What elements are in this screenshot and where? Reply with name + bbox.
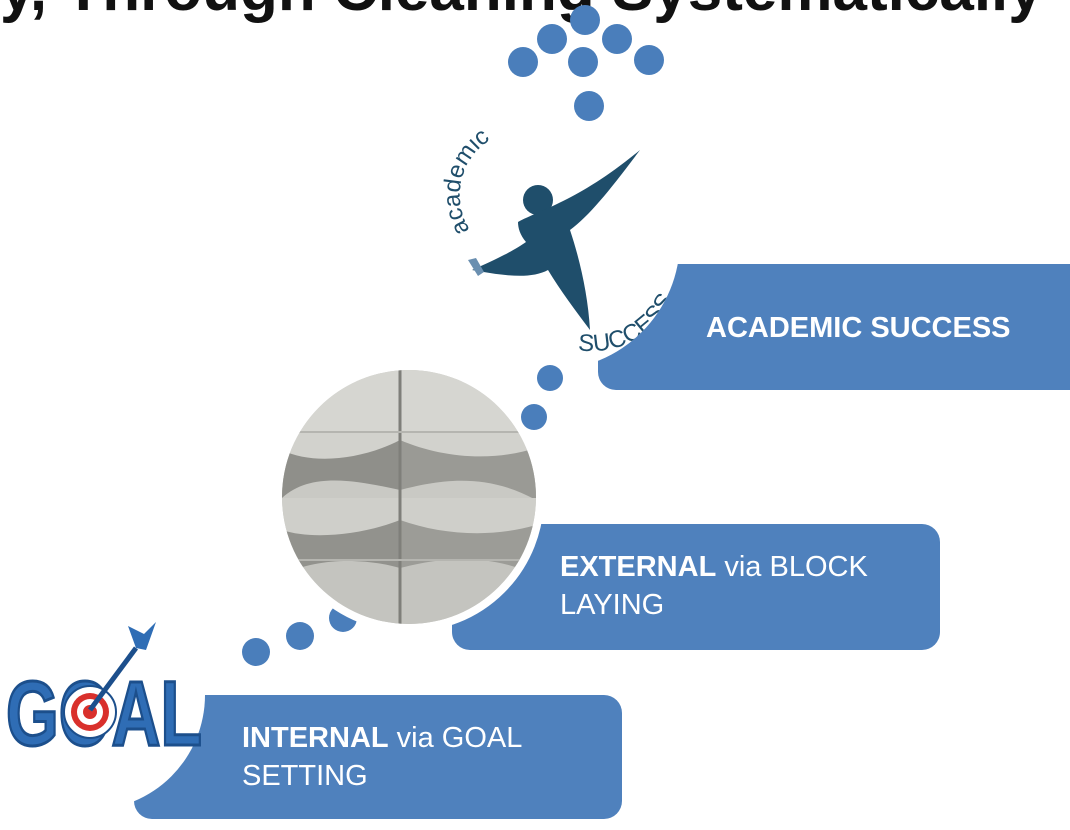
dot: [634, 45, 664, 75]
block-wall-photo: [274, 362, 544, 632]
academic-success-logo: academic SUCCESS: [420, 110, 680, 370]
step-label-bold: INTERNAL: [242, 722, 389, 754]
step-label-bold: EXTERNAL: [560, 551, 717, 583]
step-box-academic-success: ACADEMIC SUCCESS: [598, 264, 1070, 390]
success-figure-icon: [472, 150, 640, 330]
dot: [537, 24, 567, 54]
dot: [286, 622, 314, 650]
step-label-rest: via BLOCK LAYING: [560, 551, 868, 621]
dot: [521, 404, 547, 430]
dot: [574, 91, 604, 121]
step-label: EXTERNAL via BLOCK LAYING: [560, 548, 930, 624]
page-title: y, Through Cleaning Systematically: [0, 0, 1043, 24]
step-label-bold: ACADEMIC SUCCESS: [706, 312, 1011, 344]
dart-icon: [87, 622, 156, 712]
dot: [568, 47, 598, 77]
step-box-internal: INTERNAL via GOAL SETTING: [134, 695, 622, 819]
dot: [602, 24, 632, 54]
goal-logo: GOAL: [0, 560, 230, 830]
dot: [570, 5, 600, 35]
dot: [508, 47, 538, 77]
dot: [537, 365, 563, 391]
target-icon: [63, 685, 117, 739]
step-label: INTERNAL via GOAL SETTING: [242, 719, 612, 795]
dot: [242, 638, 270, 666]
step-label: ACADEMIC SUCCESS: [706, 309, 1011, 347]
step-label-rest: via GOAL SETTING: [242, 722, 522, 792]
